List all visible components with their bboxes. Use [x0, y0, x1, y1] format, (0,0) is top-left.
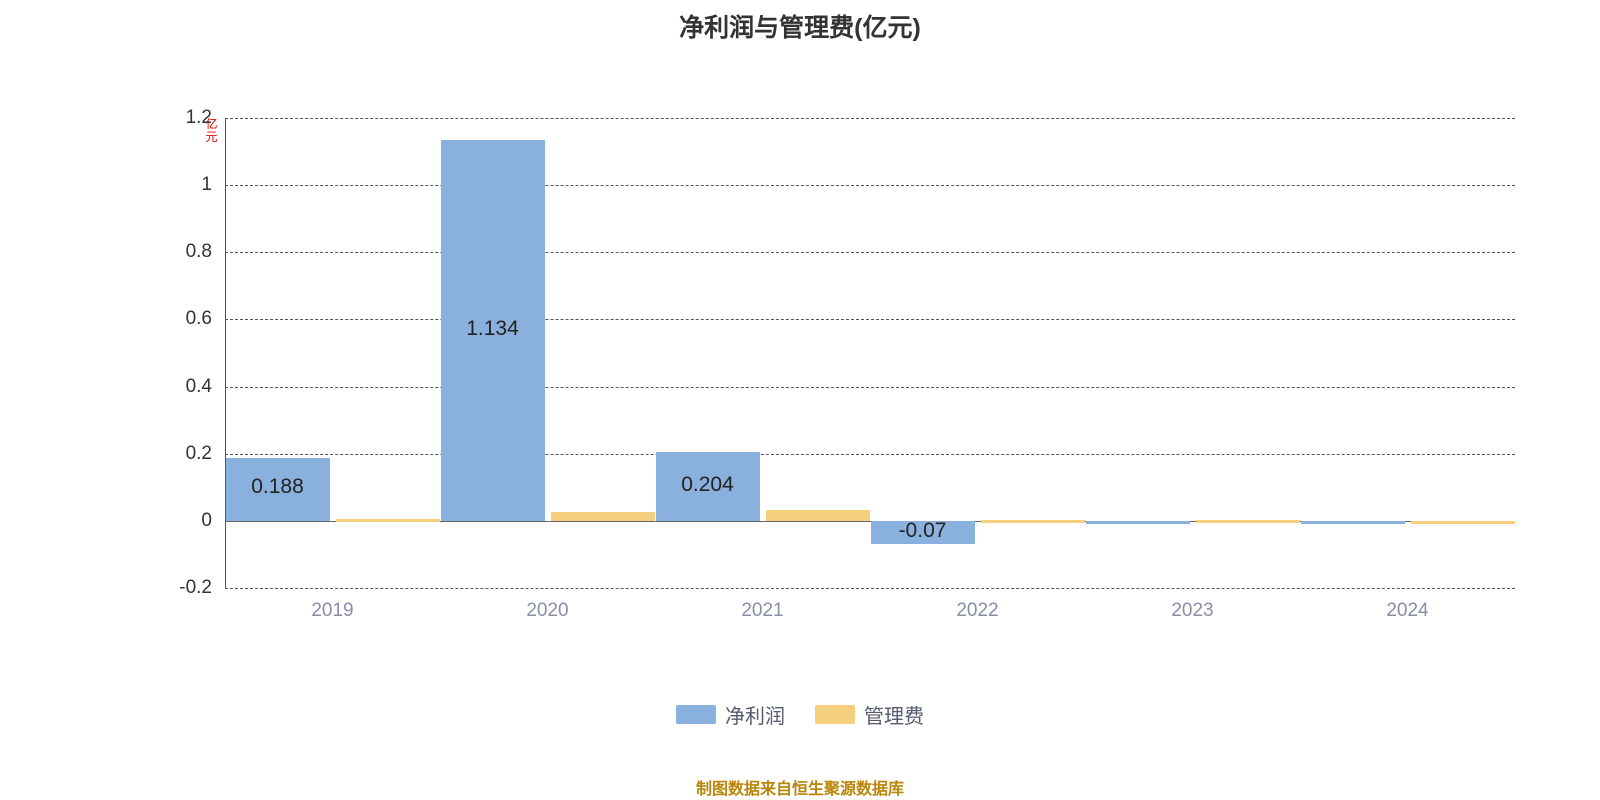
bar-管理费-2022[interactable] — [980, 519, 1085, 523]
bar-value-label: 0.188 — [251, 475, 304, 499]
bar-管理费-2020[interactable] — [550, 512, 655, 521]
gridline — [225, 118, 1515, 119]
bar-净利润-2019[interactable] — [225, 457, 330, 521]
bar-管理费-2021[interactable] — [765, 510, 870, 521]
y-axis-tick-label: 0.4 — [185, 375, 212, 397]
gridline — [225, 252, 1515, 254]
x-axis-tick-label: 2022 — [956, 600, 999, 621]
plot-area: 0.188 1.134 0.204 -0.07 — [225, 118, 1515, 589]
legend-item-net-profit[interactable]: 净利润 — [676, 700, 785, 729]
y-axis-tick-label: -0.2 — [179, 577, 212, 598]
bar-净利润-2024[interactable] — [1300, 520, 1405, 524]
y-axis-tick-label: 0.2 — [185, 442, 212, 464]
x-axis-tick-label: 2023 — [1171, 600, 1214, 621]
bar-管理费-2019[interactable] — [335, 518, 440, 522]
y-axis-unit-label: 亿元 — [205, 117, 217, 144]
x-axis-tick-label: 2024 — [1386, 600, 1429, 621]
legend-swatch-admin-expense — [815, 705, 855, 724]
bar-净利润-2021[interactable] — [655, 452, 760, 521]
x-axis-tick-label: 2020 — [526, 600, 569, 621]
y-axis-line — [225, 118, 226, 588]
legend-swatch-net-profit — [676, 705, 716, 724]
footer-source-note: 制图数据来自恒生聚源数据库 — [695, 781, 904, 798]
gridline — [225, 386, 1515, 388]
y-axis-tick-label: 0.8 — [185, 241, 212, 263]
chart-legend: 净利润 管理费 — [0, 700, 1600, 729]
gridline — [225, 185, 1515, 187]
bar-净利润-2020[interactable] — [440, 140, 545, 521]
bar-净利润-2022[interactable] — [870, 520, 975, 545]
x-axis-tick-label: 2021 — [741, 600, 784, 621]
x-axis-tick-label: 2019 — [311, 600, 354, 621]
bar-净利润-2023[interactable] — [1085, 520, 1190, 524]
bar-value-label: 0.204 — [681, 472, 734, 496]
legend-label-net-profit: 净利润 — [725, 706, 785, 728]
bar-value-label: 1.134 — [466, 316, 519, 340]
gridline — [225, 453, 1515, 455]
zero-baseline — [225, 520, 1515, 522]
gridline — [225, 319, 1515, 321]
bar-管理费-2024[interactable] — [1410, 520, 1515, 524]
y-axis-tick-label: 1 — [201, 174, 212, 196]
bar-value-label: -0.07 — [898, 518, 947, 542]
y-axis-tick-label: 1.2 — [185, 107, 212, 128]
gridline — [225, 588, 1515, 589]
y-axis-tick-label: 0.6 — [185, 308, 212, 330]
page-title: 净利润与管理费(亿元) — [679, 14, 921, 42]
y-axis-tick-label: 0 — [201, 509, 212, 531]
legend-item-admin-expense[interactable]: 管理费 — [815, 700, 924, 729]
bar-管理费-2023[interactable] — [1195, 520, 1300, 524]
legend-label-admin-expense: 管理费 — [864, 706, 924, 728]
